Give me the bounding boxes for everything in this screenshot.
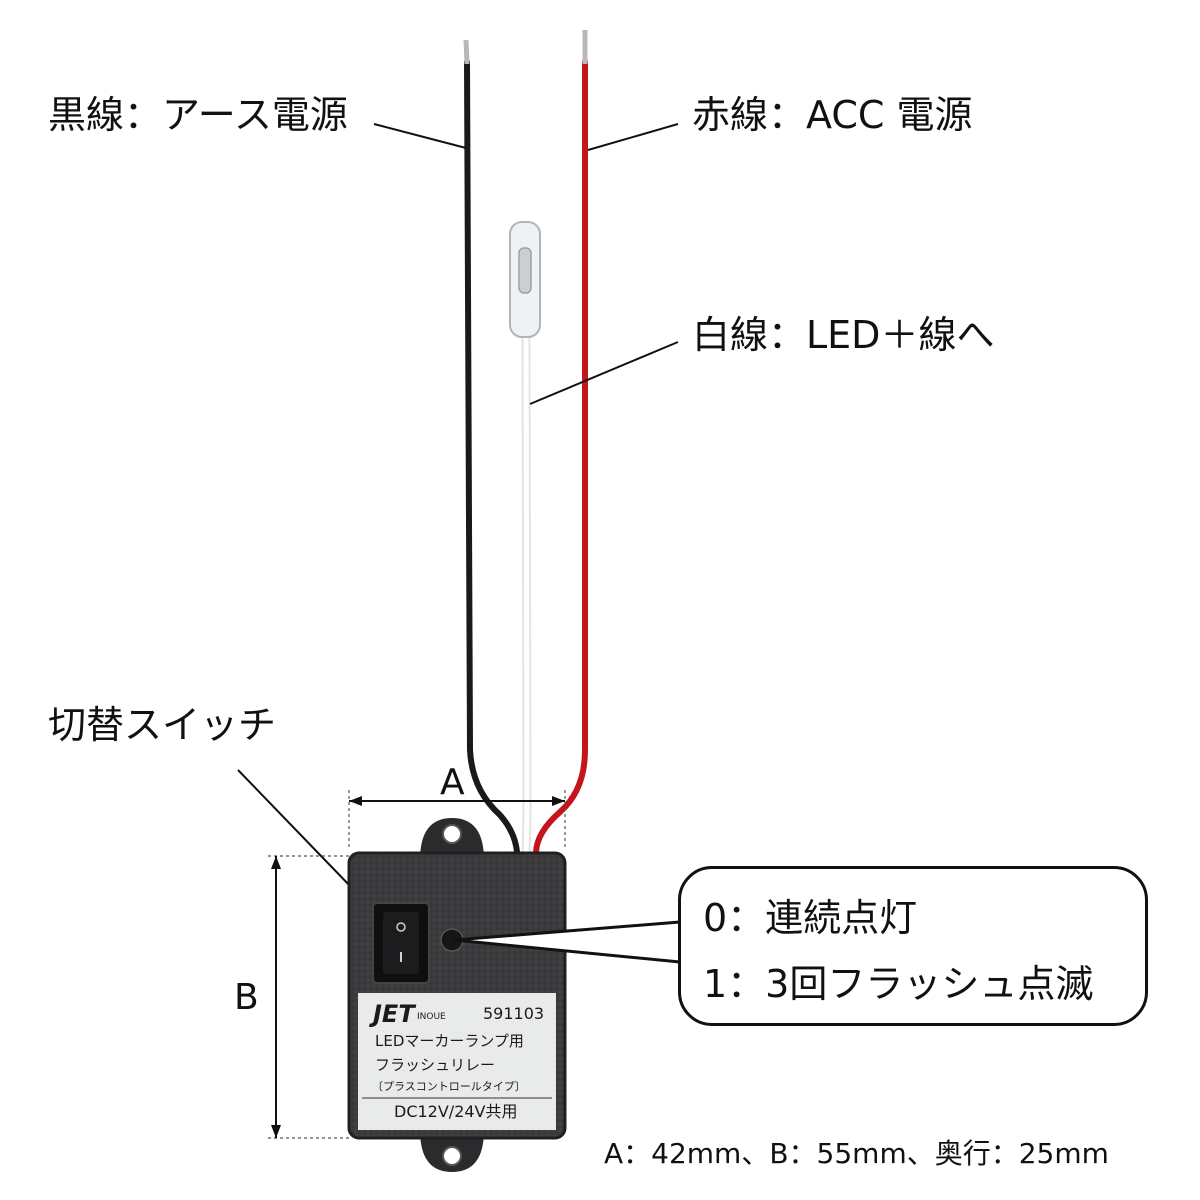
black-wire-tip bbox=[463, 39, 470, 65]
callout-pointer bbox=[453, 920, 681, 964]
leader-switch bbox=[237, 769, 353, 889]
dimension-b-label: B bbox=[234, 977, 259, 1018]
product-sticker bbox=[358, 993, 556, 1130]
leader-red bbox=[587, 123, 679, 151]
brand-logo: JET bbox=[373, 1000, 415, 1028]
sticker-line-4: DC12V/24V共用 bbox=[394, 1102, 518, 1121]
dimensions-note: A：42mm、B：55mm、奥行：25mm bbox=[604, 1137, 1109, 1170]
leader-white bbox=[529, 341, 679, 405]
sticker-line-3: 〔プラスコントロールタイプ〕 bbox=[372, 1080, 526, 1093]
black-wire-label: 黒線：アース電源 bbox=[48, 93, 348, 137]
dimension-a-label: A bbox=[440, 762, 465, 803]
mounting-tab-bottom bbox=[420, 1130, 484, 1172]
red-wire bbox=[533, 59, 588, 855]
mounting-tab-top bbox=[420, 818, 484, 860]
sticker-line-2: フラッシュリレー bbox=[375, 1056, 496, 1074]
part-number: 591103 bbox=[483, 1004, 545, 1023]
mode-callout: 0：連続点灯 1：3回フラッシュ点滅 bbox=[678, 866, 1148, 1026]
mode-1-label: 1：3回フラッシュ点滅 bbox=[703, 962, 1094, 1006]
sticker-line-1: LEDマーカーランプ用 bbox=[375, 1032, 524, 1050]
brand-sub-logo: INOUE bbox=[417, 1012, 446, 1022]
white-wire-label: 白線：LED＋線へ bbox=[692, 313, 995, 357]
mode-0-label: 0：連続点灯 bbox=[703, 896, 918, 940]
leader-black bbox=[373, 123, 467, 149]
connector-sleeve bbox=[509, 221, 541, 338]
rocker-switch bbox=[372, 902, 430, 984]
switch-label: 切替スイッチ bbox=[48, 703, 277, 747]
dimension-b bbox=[268, 855, 350, 1139]
black-wire bbox=[464, 59, 520, 855]
dimension-a bbox=[348, 790, 566, 850]
red-wire-label: 赤線：ACC 電源 bbox=[692, 93, 973, 137]
